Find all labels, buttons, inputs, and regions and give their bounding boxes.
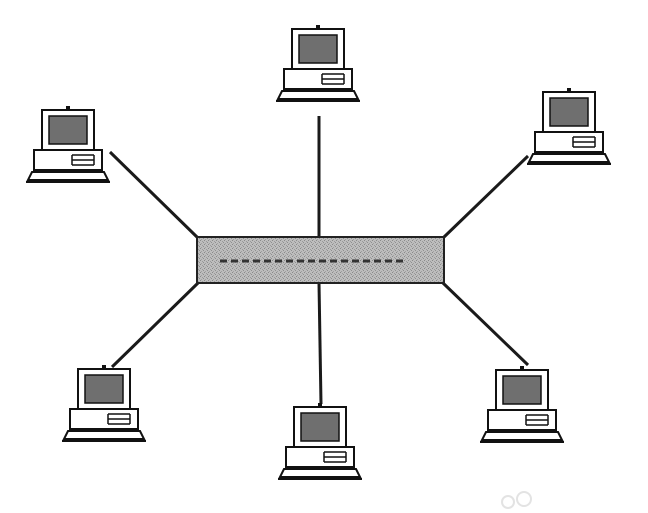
watermark-mark [501, 491, 532, 509]
cable-upper-right [441, 154, 530, 240]
network-switch-icon [196, 236, 445, 284]
cable-bottom [317, 282, 323, 405]
computer-upper-right [526, 87, 612, 165]
desktop-computer-icon [61, 364, 147, 442]
computer-upper-left [25, 105, 111, 183]
cable-lower-right [441, 281, 530, 367]
desktop-computer-icon [275, 24, 361, 102]
network-cables [108, 116, 530, 405]
desktop-computer-icon [479, 365, 565, 443]
computer-lower-left [61, 364, 147, 442]
computer-lower-right [479, 365, 565, 443]
cable-upper-left [108, 150, 200, 240]
computer-top [275, 24, 361, 102]
desktop-computer-icon [25, 105, 111, 183]
desktop-computer-icon [277, 402, 363, 480]
desktop-computer-icon [526, 87, 612, 165]
cable-lower-left [110, 281, 200, 369]
computer-bottom [277, 402, 363, 480]
